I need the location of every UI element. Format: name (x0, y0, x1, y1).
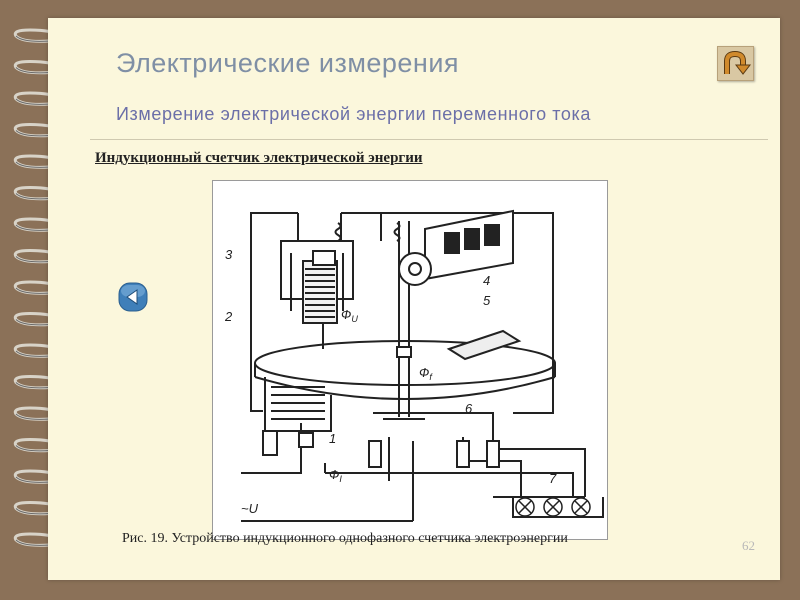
label-7: 7 (549, 471, 557, 486)
page-number: 62 (742, 538, 755, 553)
slide-page: Электрические измерения Измерение электр… (48, 18, 780, 580)
label-phi-u: ФU (341, 307, 358, 324)
induction-meter-drawing: 3 2 5 4 6 1 7 ФU Фf ФI ~U (224, 209, 604, 522)
figure-caption: Рис. 19. Устройство индукционного однофа… (122, 531, 568, 546)
label-6: 6 (465, 401, 473, 416)
label-5: 5 (483, 293, 491, 308)
header-divider (90, 139, 768, 140)
label-voltage: ~U (241, 501, 259, 516)
left-triangle-icon (126, 289, 138, 305)
label-phi-i: ФI (329, 467, 342, 484)
section-title: Индукционный счетчик электрической энерг… (95, 150, 423, 166)
label-1: 1 (329, 431, 336, 446)
u-turn-arrow-icon (724, 50, 752, 75)
label-4: 4 (483, 273, 490, 288)
slide-title: Электрические измерения (116, 48, 460, 78)
prev-slide-button[interactable] (118, 282, 148, 312)
label-3: 3 (225, 247, 233, 262)
label-phi-f: Фf (419, 365, 433, 382)
back-button[interactable] (717, 46, 754, 81)
slide-subtitle: Измерение электрической энергии переменн… (116, 104, 592, 124)
label-2: 2 (224, 309, 233, 324)
meter-diagram: 3 2 5 4 6 1 7 ФU Фf ФI ~U (212, 180, 608, 540)
